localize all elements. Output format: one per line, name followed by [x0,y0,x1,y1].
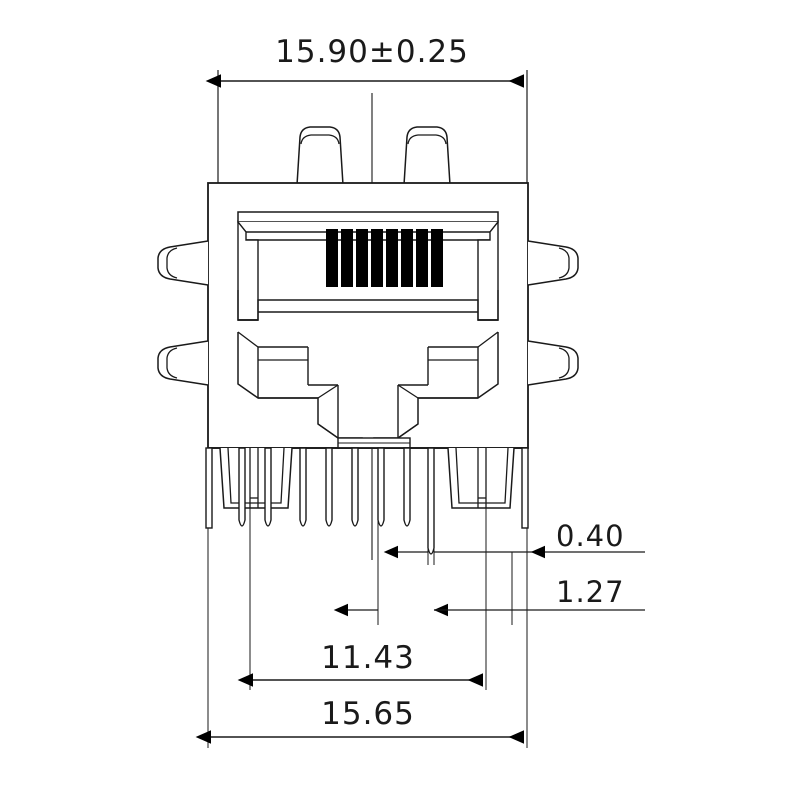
top-latch-tab-left [296,126,344,186]
dimension-label-pin-pitch: 1.27 [556,575,625,609]
cavity-top-rail [237,211,499,223]
dimension-label-overall-width: 15.90±0.25 [275,34,469,70]
dimension-overall-width [205,70,528,190]
dimension-label-pin-width: 0.40 [556,519,625,553]
side-latch-tab-right-upper [527,240,579,286]
dimension-pin-pitch [333,448,645,625]
contact-pin [401,229,413,287]
dimension-pin-width [383,448,645,565]
through-hole-leg-array [238,447,435,555]
contact-pin [341,229,353,287]
through-hole-leg [377,447,385,527]
dimension-pin-span [237,508,487,690]
dimension-label-body-width: 15.65 [321,696,415,732]
through-hole-leg [238,447,246,527]
contact-pin [326,229,338,287]
shell-ground-leg-right [521,447,529,529]
contact-pin [416,229,428,287]
through-hole-leg [264,447,272,527]
mounting-peg-right [447,447,515,509]
center-tongue [337,437,411,449]
through-hole-leg [403,447,411,527]
contact-pin [386,229,398,287]
through-hole-leg [325,447,333,527]
side-latch-tab-left-upper [157,240,209,286]
dimension-label-pin-span: 11.43 [321,640,415,676]
through-hole-leg [351,447,359,527]
dimension-body-width [195,528,528,748]
side-latch-tab-right-lower [527,340,579,386]
contact-pin [371,229,383,287]
side-latch-tab-left-lower [157,340,209,386]
through-hole-leg [299,447,307,527]
mounting-peg-left [219,447,293,509]
contact-pin [356,229,368,287]
through-hole-leg [427,447,435,555]
port-cavity [237,211,499,321]
contact-pin-array [326,229,443,287]
top-latch-tab-right [403,126,451,186]
shell-ground-leg-left [205,447,213,529]
contact-pin [431,229,443,287]
